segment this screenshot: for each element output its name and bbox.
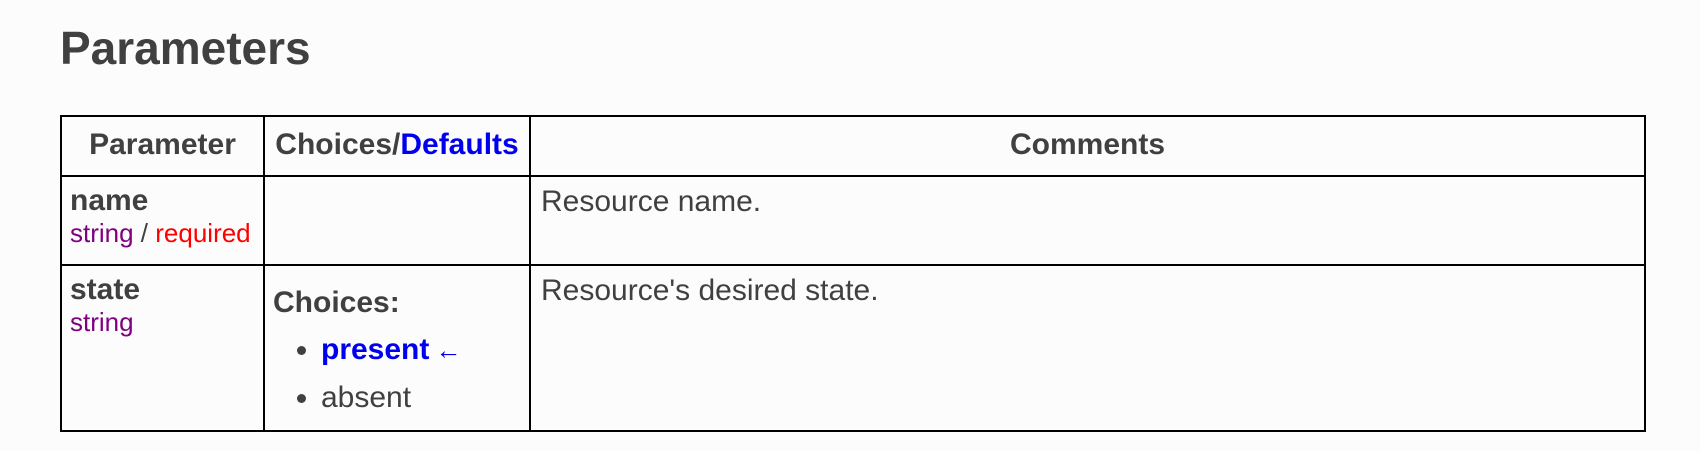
choice-item: absent xyxy=(321,374,521,422)
header-parameter: Parameter xyxy=(60,115,265,177)
choice-value: present xyxy=(321,333,430,366)
choice-value: absent xyxy=(321,381,412,414)
header-defaults-label: Defaults xyxy=(400,128,519,161)
parameter-type: string xyxy=(70,307,134,337)
comment-cell: Resource name. xyxy=(529,175,1646,266)
parameter-cell: name string / required xyxy=(60,175,265,266)
choice-item-default: present← xyxy=(321,326,521,374)
table-row: name string / required Resource name. xyxy=(60,175,1646,266)
default-arrow-icon: ← xyxy=(435,335,462,365)
parameter-name: name xyxy=(70,184,149,217)
parameter-type-line: string / required xyxy=(70,217,255,249)
choices-list: present← absent xyxy=(273,326,521,422)
page-title: Parameters xyxy=(60,22,311,74)
table-header-row: Parameter Choices/Defaults Comments xyxy=(60,115,1646,177)
parameters-table: Parameter Choices/Defaults Comments name… xyxy=(60,115,1646,432)
table-row: state string Choices: present← absent Re… xyxy=(60,264,1646,432)
type-separator: / xyxy=(133,218,156,248)
required-badge: required xyxy=(155,218,251,248)
choices-cell: Choices: present← absent xyxy=(263,264,531,432)
parameter-cell: state string xyxy=(60,264,265,432)
header-comments: Comments xyxy=(529,115,1646,177)
header-choices-defaults: Choices/Defaults xyxy=(263,115,531,177)
parameter-type: string xyxy=(70,218,134,248)
header-choices-label: Choices/ xyxy=(275,128,401,161)
parameter-name: state xyxy=(70,273,141,306)
choices-cell xyxy=(263,175,531,266)
comment-cell: Resource's desired state. xyxy=(529,264,1646,432)
choices-label: Choices: xyxy=(273,286,400,319)
